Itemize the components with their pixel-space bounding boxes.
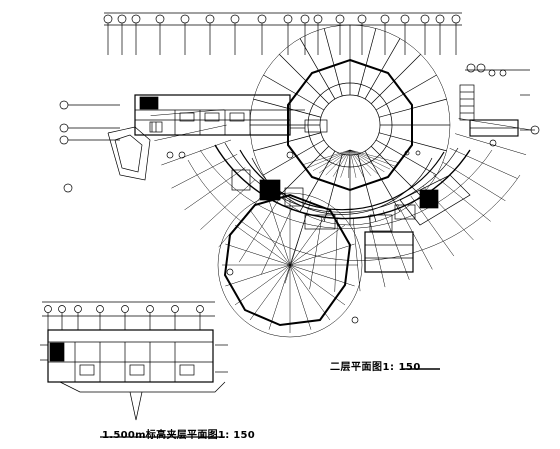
main-plan-caption: 二层平面图1: 150 xyxy=(330,362,421,373)
curved-wing xyxy=(150,109,532,292)
mezzanine-plan-caption: 1.500m标高夹层平面图1: 150 xyxy=(102,430,256,441)
top-dimension-line xyxy=(103,12,462,55)
horizontal-wing xyxy=(134,84,519,137)
annotation-marks xyxy=(166,69,507,324)
right-dimension-ticks xyxy=(465,63,540,135)
left-grid-axes xyxy=(59,100,120,193)
mezzanine-plan xyxy=(40,301,228,421)
lower-rotunda xyxy=(217,192,363,338)
left-wedge xyxy=(107,126,151,181)
